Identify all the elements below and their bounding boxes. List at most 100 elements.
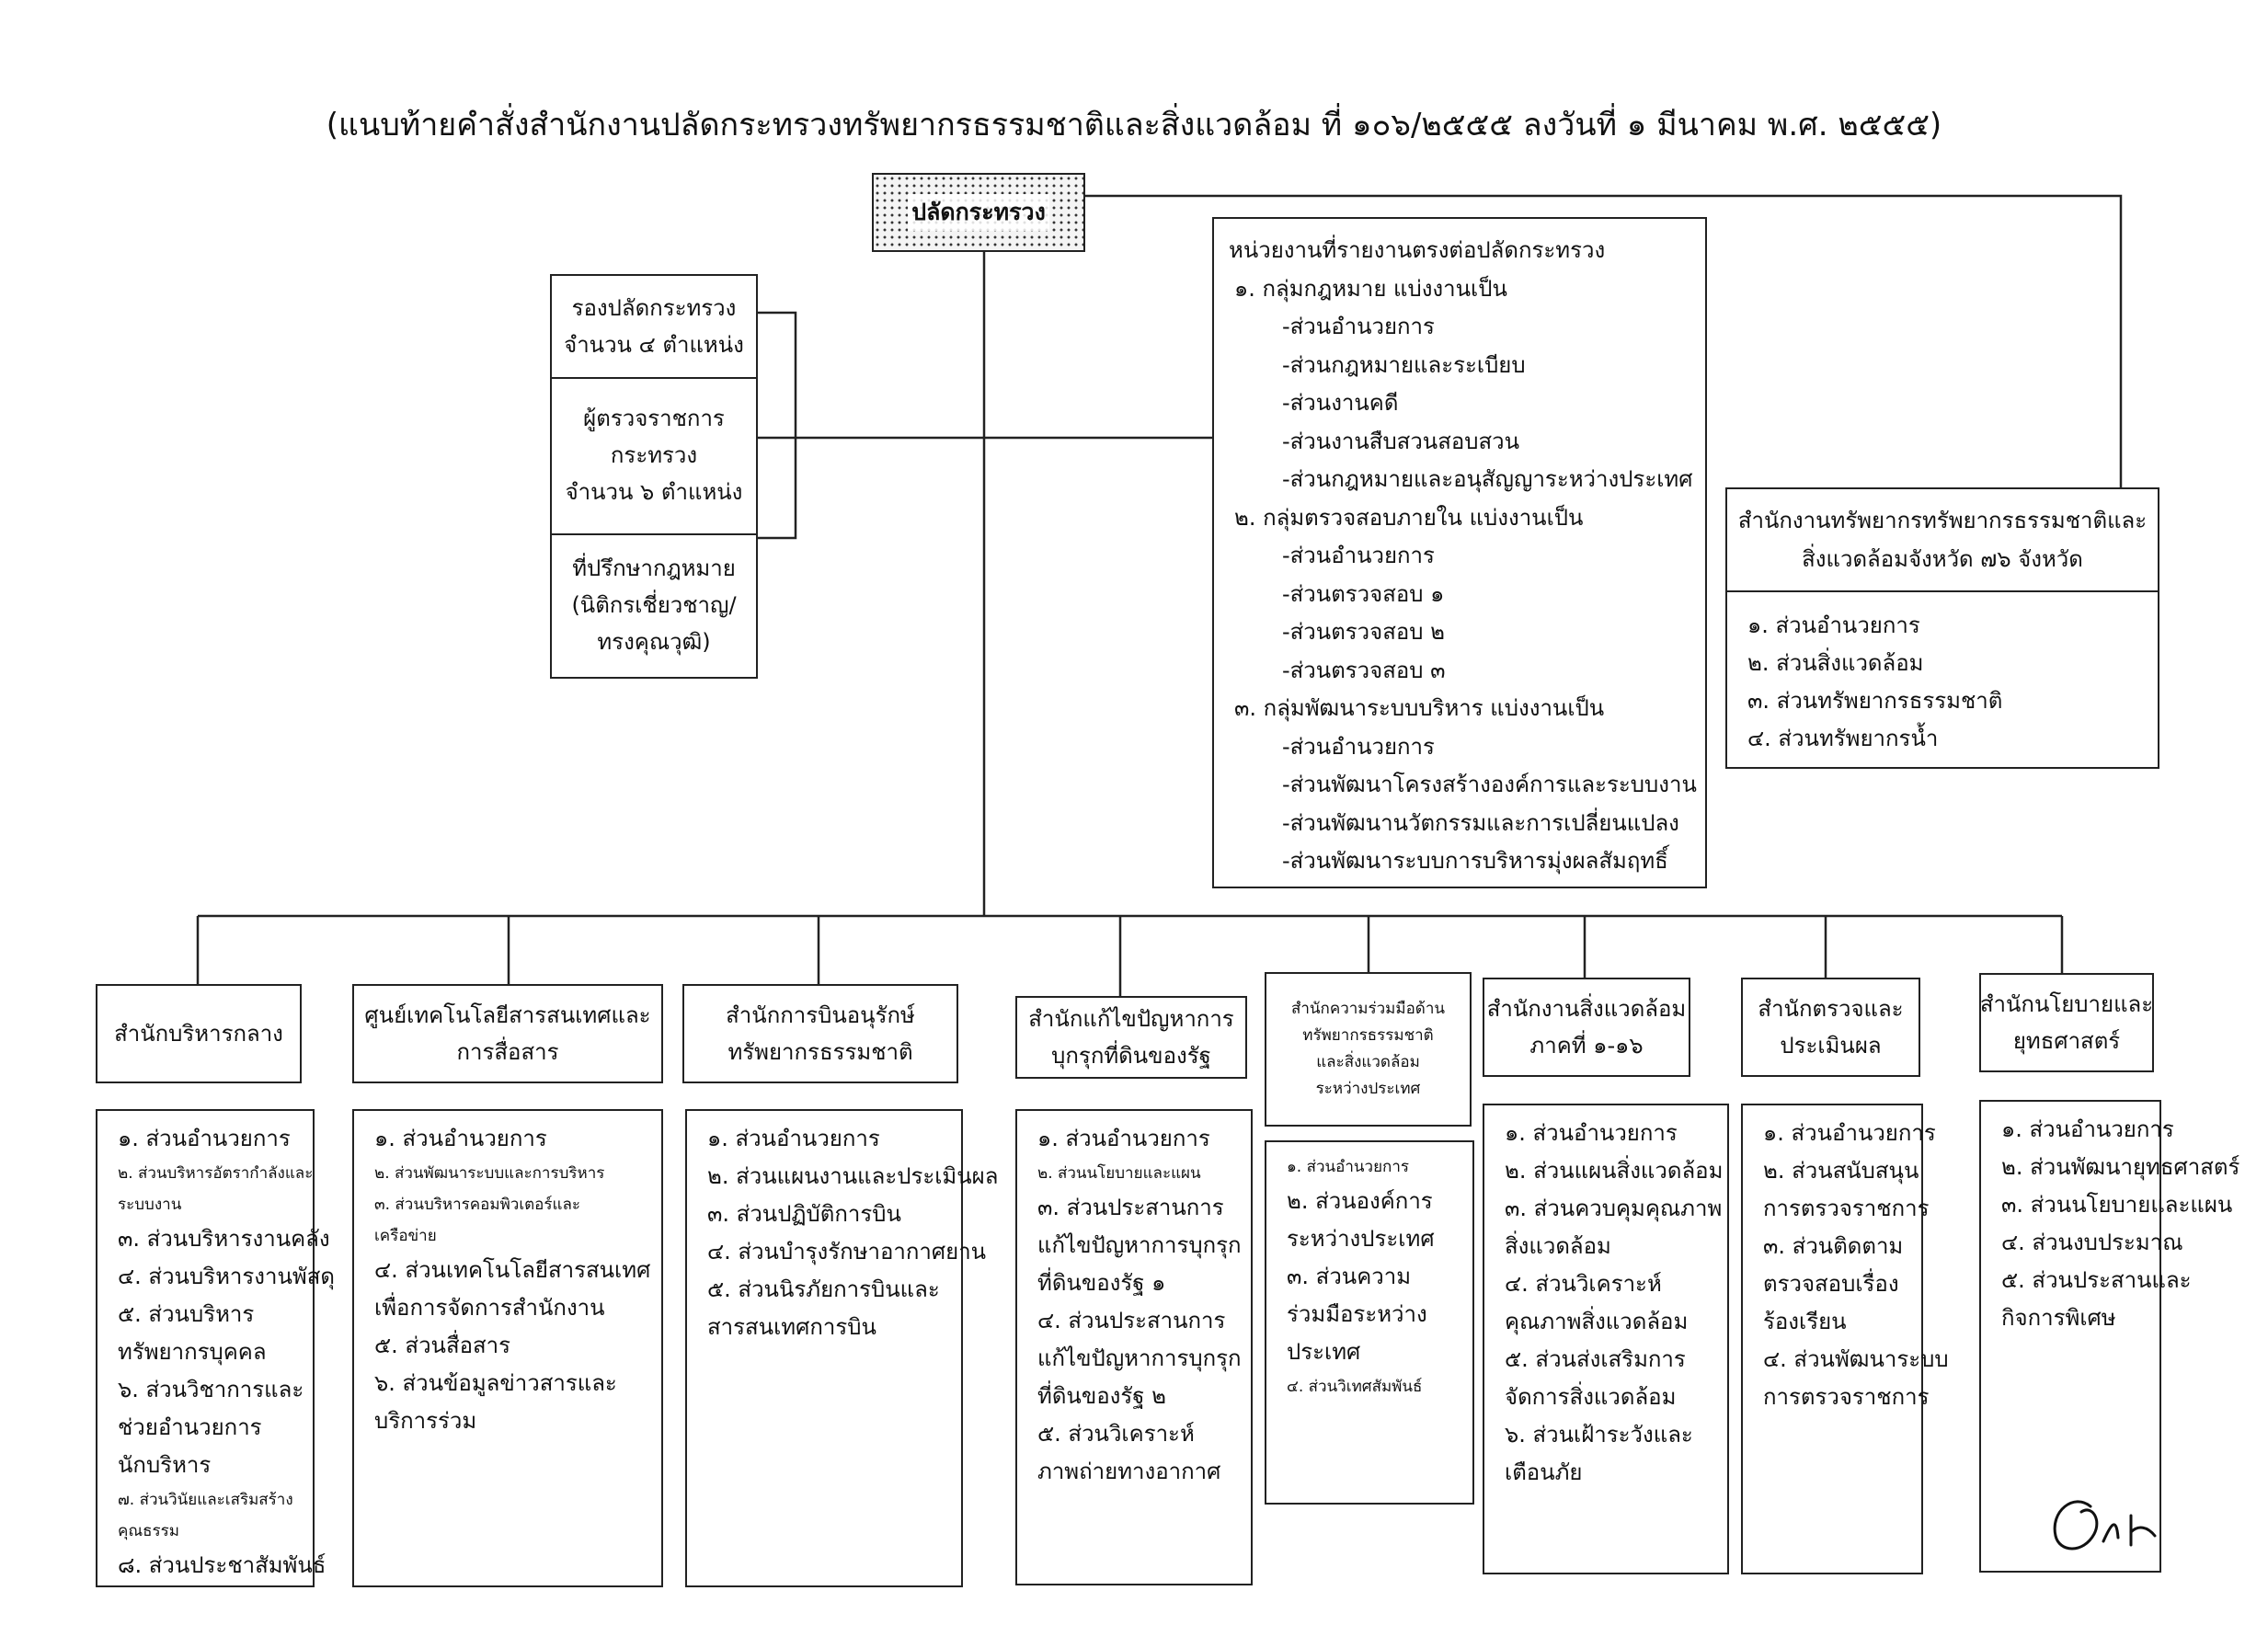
bureau-section-list: ๑. ส่วนอำนวยการ๒. ส่วนองค์การระหว่างประเ… [1265,1140,1474,1505]
bureau-header-line: ภาคที่ ๑-๑๖ [1529,1033,1644,1059]
bureau-section-item: คุณภาพสิ่งแวดล้อม [1505,1309,1689,1334]
bureau-header-line: สำนักความร่วมมือด้าน [1290,1000,1445,1018]
left-advisory-group: รองปลัดกระทรวง จำนวน ๔ ตำแหน่ง ผู้ตรวจรา… [550,274,758,679]
bureau-section-item: ๓. ส่วนควบคุมคุณภาพ [1505,1196,1723,1221]
bureau-section-item: ๕. ส่วนสื่อสาร [374,1333,511,1358]
bureau-header-box: สำนักการบินอนุรักษ์ทรัพยากรธรรมชาติ [682,984,958,1083]
deputy-line: จำนวน ๔ ตำแหน่ง [564,332,744,358]
bureau-header-line: สำนักแก้ไขปัญหาการ [1028,1006,1234,1032]
group-item: -ส่วนกฎหมายและระเบียบ [1282,351,1526,378]
bureau-header-box: ศูนย์เทคโนโลยีสารสนเทศและการสื่อสาร [352,984,663,1083]
bureau-section-item: ๔. ส่วนบริหารงานพัสดุ [118,1264,335,1289]
bureau-header-line: ศูนย์เทคโนโลยีสารสนเทศและ [364,1002,651,1028]
bureau-header-line: การสื่อสาร [456,1039,559,1065]
group-title: ๒. กลุ่มตรวจสอบภายใน แบ่งงานเป็น [1234,504,1584,531]
provincial-header-line: สิ่งแวดล้อมจังหวัด ๗๖ จังหวัด [1802,546,2083,572]
group-item: -ส่วนพัฒนานวัตกรรมและการเปลี่ยนแปลง [1282,809,1679,836]
inspector-line: ผู้ตรวจราชการ [583,406,725,431]
bureau-section-item: ๔. ส่วนวิเทศสัมพันธ์ [1287,1378,1423,1396]
bureau-header-box: สำนักงานสิ่งแวดล้อมภาคที่ ๑-๑๖ [1483,978,1690,1077]
bureau-header-line: ยุทธศาสตร์ [2012,1028,2121,1054]
bureau-header-line: ระหว่างประเทศ [1315,1080,1421,1098]
bureau-header-line: สำนักงานสิ่งแวดล้อม [1486,996,1687,1022]
group-item: -ส่วนอำนวยการ [1282,543,1435,568]
bureau-header-box: สำนักตรวจและประเมินผล [1741,978,1920,1077]
bureau-section-item: ร้องเรียน [1763,1309,1847,1334]
bureau-header-box: สำนักความร่วมมือด้านทรัพยากรธรรมชาติและส… [1265,972,1472,1127]
bureau-section-item: ๑. ส่วนอำนวยการ [2001,1116,2174,1142]
bureau-section-item: ๑. ส่วนอำนวยการ [1505,1120,1678,1146]
bureau-section-item: เครือข่าย [374,1227,437,1245]
provincial-item: ๑. ส่วนอำนวยการ [1747,612,1920,638]
group-item: -ส่วนพัฒนาระบบการบริหารมุ่งผลสัมฤทธิ์ [1282,848,1668,874]
legal-advisor-cell: ที่ปรึกษากฎหมาย (นิติกรเชี่ยวชาญ/ ทรงคุณ… [552,533,756,677]
inspector-line: กระทรวง [610,442,698,468]
provincial-header-line: สำนักงานทรัพยากรทรัพยากรธรรมชาติและ [1737,508,2148,533]
bureau-section-item: บริการร่วม [374,1408,477,1434]
signature-mark [2053,1500,2157,1551]
bureau-section-item: ที่ดินของรัฐ ๑ [1037,1270,1166,1296]
bureau-header-line: สำนักบริหารกลาง [114,1021,283,1047]
page-title: (แนบท้ายคำสั่งสำนักงานปลัดกระทรวงทรัพยาก… [326,107,1942,143]
bureau-section-item: ตรวจสอบเรื่อง [1763,1271,1899,1297]
bureau-section-item: การตรวจราชการ [1763,1196,1930,1221]
group-item: -ส่วนพัฒนาโครงสร้างองค์การและระบบงาน [1282,772,1697,797]
bureau-section-item: ๕. ส่วนบริหาร [118,1301,255,1327]
bureau-section-item: ๑. ส่วนอำนวยการ [1037,1126,1210,1151]
bureau-header-box: สำนักบริหารกลาง [96,984,302,1083]
bureau-section-item: ๔. ส่วนบำรุงรักษาอากาศยาน [707,1239,987,1265]
bureau-section-item: นักบริหาร [118,1452,212,1478]
bureau-section-item: คุณธรรม [118,1522,179,1540]
bureau-header-box: สำนักแก้ไขปัญหาการบุกรุกที่ดินของรัฐ [1015,996,1247,1079]
bureau-header-line: สำนักตรวจและ [1758,996,1904,1022]
bureau-section-item: ๔. ส่วนงบประมาณ [2001,1230,2183,1255]
bureau-section-item: ๑. ส่วนอำนวยการ [374,1126,547,1151]
bureau-section-item: ระหว่างประเทศ [1287,1226,1435,1252]
bureau-section-item: ๔. ส่วนประสานการ [1037,1308,1226,1333]
bureau-header-line: สำนักนโยบายและ [1979,991,2154,1017]
bureau-section-item: เพื่อการจัดการสำนักงาน [374,1295,605,1321]
bureau-header-line: ทรัพยากรธรรมชาติ [727,1039,913,1065]
bureau-section-item: กิจการพิเศษ [2001,1305,2116,1331]
bureau-header-line: ทรัพยากรธรรมชาติ [1302,1026,1434,1045]
bureau-section-item: จัดการสิ่งแวดล้อม [1505,1384,1677,1410]
bureau-section-list: ๑. ส่วนอำนวยการ๒. ส่วนนโยบายและแผน๓. ส่ว… [1015,1109,1253,1585]
bureau-section-item: ๑. ส่วนอำนวยการ [1287,1158,1409,1176]
legal-advisor-line: ที่ปรึกษากฎหมาย [572,555,736,581]
bureau-section-item: ระบบงาน [118,1196,182,1214]
bureau-section-item: ๔. ส่วนวิเคราะห์ [1505,1271,1662,1297]
bureau-section-item: ๓. ส่วนปฏิบัติการบิน [707,1201,901,1227]
bureau-section-item: ๕. ส่วนส่งเสริมการ [1505,1346,1686,1372]
group-item: -ส่วนงานคดี [1282,390,1399,416]
bureau-section-item: ประเทศ [1287,1339,1361,1365]
bureau-section-item: ๑. ส่วนอำนวยการ [118,1126,291,1151]
bureau-section-item: ๓. ส่วนนโยบายและแผน [2001,1192,2233,1218]
bureau-section-item: สารสนเทศการบิน [707,1314,876,1340]
permanent-secretary-label: ปลัดกระทรวง [908,194,1049,231]
provincial-office-items: ๑. ส่วนอำนวยการ ๒. ส่วนสิ่งแวดล้อม ๓. ส่… [1727,592,2158,758]
bureau-section-list: ๑. ส่วนอำนวยการ๒. ส่วนแผนสิ่งแวดล้อม๓. ส… [1483,1104,1729,1574]
bureau-header-line: ประเมินผล [1780,1033,1882,1059]
bureau-section-item: ๖. ส่วนข้อมูลข่าวสารและ [374,1370,617,1396]
direct-units-heading: หน่วยงานที่รายงานตรงต่อปลัดกระทรวง [1229,237,1606,263]
bureau-section-item: ๓. ส่วนความ [1287,1264,1412,1289]
bureau-section-item: ๖. ส่วนเฝ้าระวังและ [1505,1422,1693,1448]
inspector-cell: ผู้ตรวจราชการ กระทรวง จำนวน ๖ ตำแหน่ง [552,377,756,535]
group-title: ๑. กลุ่มกฎหมาย แบ่งงานเป็น [1234,275,1507,302]
deputy-secretary-cell: รองปลัดกระทรวง จำนวน ๔ ตำแหน่ง [552,276,756,379]
deputy-line: รองปลัดกระทรวง [571,295,737,321]
bureau-section-item: ๔. ส่วนพัฒนาระบบ [1763,1346,1949,1372]
bureau-section-item: ๓. ส่วนบริหารงานคลัง [118,1226,330,1252]
legal-advisor-line: (นิติกรเชี่ยวชาญ/ [571,592,737,618]
bureau-section-item: ๓. ส่วนประสานการ [1037,1195,1224,1220]
bureau-section-item: ๕. ส่วนนิรภัยการบินและ [707,1276,940,1302]
bureau-section-item: ๗. ส่วนวินัยและเสริมสร้าง [118,1491,293,1509]
permanent-secretary-box: ปลัดกระทรวง [872,173,1085,252]
provincial-item: ๓. ส่วนทรัพยากรธรรมชาติ [1747,688,2003,714]
bureau-section-item: ๒. ส่วนแผนงานและประเมินผล [707,1163,999,1189]
group-item: -ส่วนกฎหมายและอนุสัญญาระหว่างประเทศ [1282,466,1693,492]
group-item: -ส่วนตรวจสอบ ๒ [1282,619,1445,645]
bureau-section-item: การตรวจราชการ [1763,1384,1930,1410]
bureau-section-list: ๑. ส่วนอำนวยการ๒. ส่วนแผนงานและประเมินผล… [685,1109,999,1587]
